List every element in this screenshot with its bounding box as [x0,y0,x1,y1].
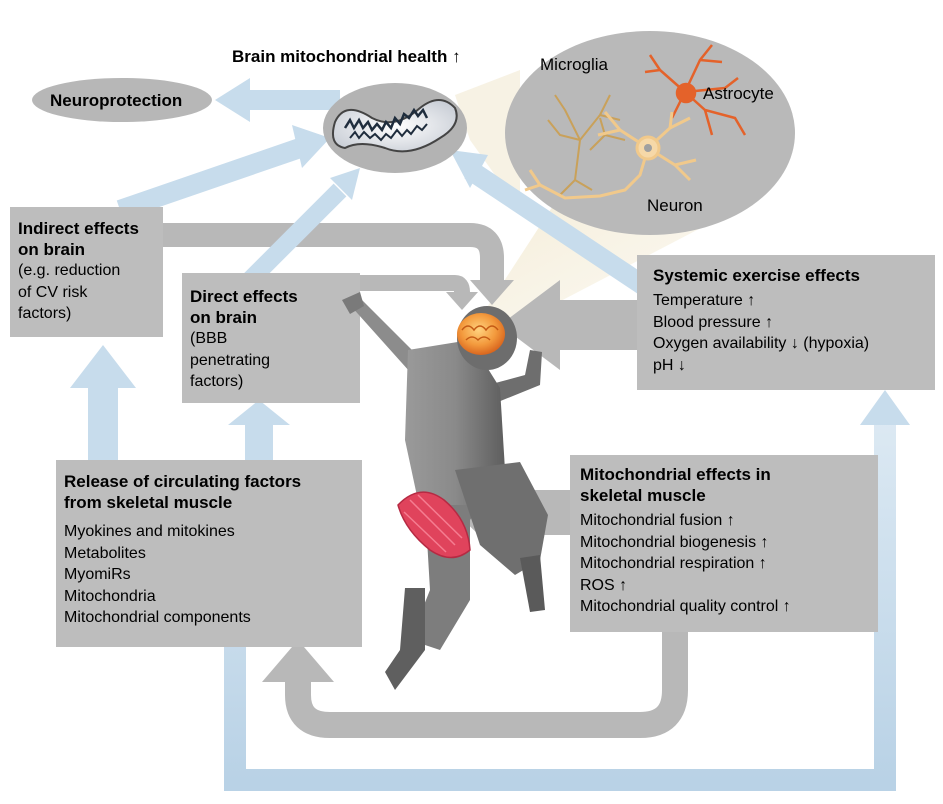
systemic-to-mito-head [450,150,488,188]
direct-line: (BBB [190,330,228,347]
mito-effects-box [570,455,878,632]
direct-heading-2: on brain [190,308,258,327]
brain-mito-health-title: Brain mitochondrial health ↑ [232,47,461,66]
systemic-line: Blood pressure ↑ [653,313,774,331]
indirect-to-mito-arrow [116,138,304,220]
direct-line: penetrating [190,351,271,369]
loop-mito-to-release [285,630,688,738]
direct-effects-text: Direct effects on brain (BBB penetrating… [190,286,298,393]
release-line: MyomiRs [64,566,131,583]
astrocyte-icon [644,44,747,136]
release-line: Myokines and mitokines [64,523,235,540]
indirect-effects-box [10,207,163,337]
release-to-indirect-shaft [88,385,118,460]
mito-line: Mitochondrial quality control ↑ [580,598,791,615]
microglia-label: Microglia [540,55,609,74]
mito-line: ROS ↑ [580,576,628,594]
mito-to-neuroprotection-head [215,78,250,122]
brain-icon [457,313,505,355]
release-factors-box [56,460,362,647]
mito-line: Mitochondrial biogenesis ↑ [580,533,769,551]
mito-effects-text: Mitochondrial effects in skeletal muscle… [580,464,791,618]
loop-release-to-systemic [224,420,896,791]
mito-heading-2: skeletal muscle [580,486,706,505]
systemic-line: pH ↓ [653,356,686,374]
direct-line: factors) [190,373,244,390]
systemic-effects-text: Systemic exercise effects Temperature ↑ … [653,265,869,376]
systemic-effects-box [637,255,935,390]
mitochondrion-icon [332,99,458,153]
release-to-indirect-head [70,345,136,388]
loop-arrowhead [262,640,334,682]
direct-to-head-arrowhead [446,292,478,310]
runner-figure [342,292,548,690]
release-line: Mitochondria [64,587,156,605]
indirect-to-mito-head [292,125,330,168]
systemic-line: Temperature ↑ [653,292,756,309]
direct-effects-box [182,273,360,403]
release-to-direct-shaft [245,420,273,460]
release-heading-2: from skeletal muscle [64,493,233,512]
indirect-heading-2: on brain [18,240,86,259]
systemic-to-head-arrow [500,280,640,370]
release-line: Mitochondrial components [64,609,251,626]
mito-line: Mitochondrial fusion ↑ [580,512,735,529]
indirect-to-head-arrowhead [470,280,514,305]
release-line: Metabolites [64,544,146,562]
mito-to-neuroprotection-shaft [245,90,340,110]
release-to-direct-head [228,400,290,425]
neuron-icon [524,111,697,200]
direct-to-head-arrow [360,275,470,293]
mito-line: Mitochondrial respiration ↑ [580,555,767,572]
mito-heading-1: Mitochondrial effects in [580,465,771,484]
direct-to-mito-arrow [238,183,347,292]
release-factors-text: Release of circulating factors from skel… [64,471,301,629]
neuron-label: Neuron [647,196,703,215]
indirect-line: factors) [18,305,72,322]
zoom-beam-top [455,70,520,210]
systemic-line: Oxygen availability ↓ (hypoxia) [653,335,870,352]
neural-cells-ellipse [505,31,795,235]
direct-heading-1: Direct effects [190,287,298,306]
systemic-heading: Systemic exercise effects [653,266,860,285]
indirect-line: (e.g. reduction [18,262,121,279]
indirect-line: of CV risk [18,283,88,301]
systemic-to-mito-arrow [464,161,656,299]
astrocyte-label: Astrocyte [703,84,774,103]
release-heading-1: Release of circulating factors [64,472,302,491]
thigh-muscle-icon [397,491,471,559]
indirect-effects-text: Indirect effects on brain (e.g. reductio… [18,218,139,325]
neuroprotection-ellipse [32,78,212,122]
indirect-to-head-arrow [158,223,504,280]
loop-systemic-arrowhead [860,390,910,425]
indirect-heading-1: Indirect effects [18,219,139,238]
direct-to-mito-head [330,168,360,200]
neuroprotection-label: Neuroprotection [50,91,183,110]
